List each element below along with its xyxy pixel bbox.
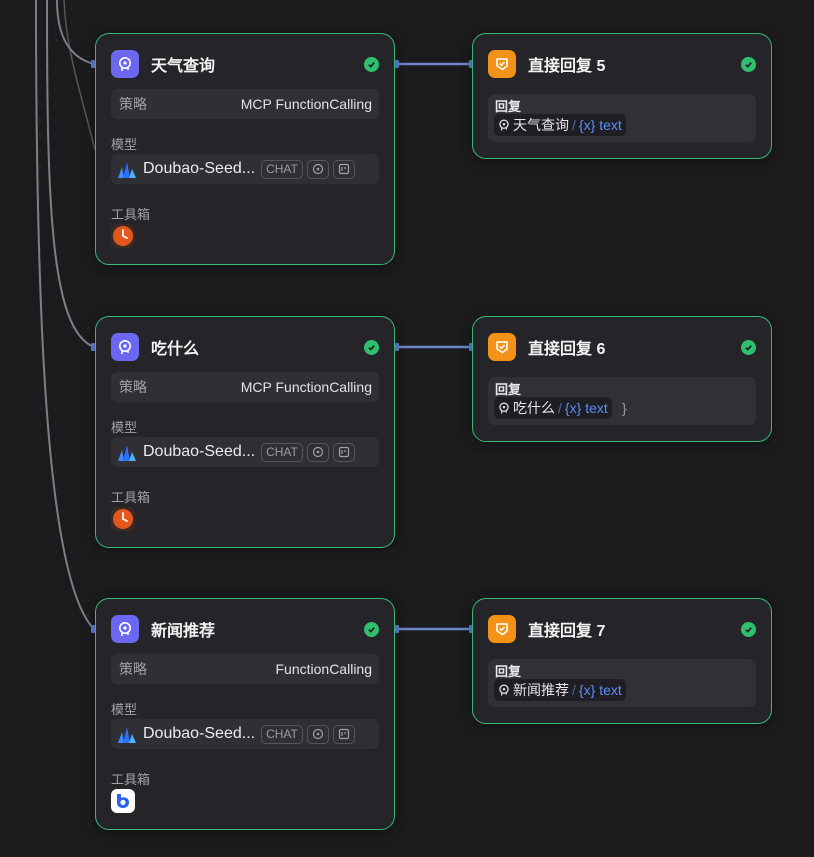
success-check-icon: [364, 339, 379, 355]
edge-start-to-agent-1: [56, 0, 95, 65]
agent-brain-icon: [111, 333, 139, 361]
success-check-icon: [364, 621, 379, 637]
reply-content-panel: 回复 新闻推荐 / {x} text: [488, 659, 756, 707]
reply-title: 直接回复 7: [528, 623, 606, 640]
variable-source-node: 吃什么: [513, 400, 555, 416]
reply-panel-label: 回复: [495, 99, 522, 114]
reply-title: 直接回复 6: [528, 341, 606, 358]
agent-brain-icon: [111, 50, 139, 78]
toolbox-label: 工具箱: [111, 207, 151, 222]
model-name: Doubao-Seed...: [143, 725, 256, 742]
model-label: 模型: [111, 420, 138, 435]
variable-type-icon: {x}: [578, 682, 596, 698]
variable-source-node: 天气查询: [513, 117, 569, 133]
trailing-brace: }: [622, 400, 627, 416]
success-check-icon: [741, 56, 756, 72]
model-selector[interactable]: Doubao-Seed... CHAT: [111, 437, 379, 467]
model-type-tag: CHAT: [261, 724, 303, 744]
clock-tool-icon[interactable]: [111, 507, 135, 531]
model-selector[interactable]: Doubao-Seed... CHAT: [111, 154, 379, 184]
reply-node-5[interactable]: 直接回复 5 回复 天气查询 / {x} text: [472, 33, 772, 159]
variable-reference-chip[interactable]: 新闻推荐 / {x} text: [494, 679, 626, 701]
vision-capability-icon: [306, 159, 329, 179]
strategy-value: MCP FunctionCalling: [240, 96, 372, 112]
tool-capability-icon: [332, 724, 355, 744]
news-app-icon[interactable]: [111, 789, 135, 813]
success-check-icon: [364, 56, 379, 72]
success-check-icon: [741, 621, 756, 637]
variable-path-separator: /: [572, 117, 576, 133]
agent-brain-icon: [111, 615, 139, 643]
variable-type-icon: {x}: [564, 400, 582, 416]
agent-brain-icon: [497, 683, 511, 697]
agent-brain-icon: [497, 401, 511, 415]
toolbox-label: 工具箱: [111, 490, 151, 505]
reply-node-7[interactable]: 直接回复 7 回复 新闻推荐 / {x} text: [472, 598, 772, 724]
doubao-logo-icon: [117, 159, 137, 179]
model-name: Doubao-Seed...: [143, 160, 256, 177]
doubao-logo-icon: [117, 724, 137, 744]
reply-message-icon: [488, 50, 516, 78]
agent-brain-icon: [497, 118, 511, 132]
edge-start-to-agent-3: [35, 0, 95, 630]
strategy-value: MCP FunctionCalling: [240, 379, 372, 395]
doubao-logo-icon: [117, 442, 137, 462]
agent-title: 新闻推荐: [151, 623, 216, 640]
tool-capability-icon: [332, 159, 355, 179]
strategy-label: 策略: [119, 379, 147, 395]
variable-path-separator: /: [572, 682, 576, 698]
vision-capability-icon: [306, 724, 329, 744]
variable-type-icon: {x}: [578, 117, 596, 133]
strategy-label: 策略: [119, 96, 147, 112]
success-check-icon: [741, 339, 756, 355]
clock-tool-icon[interactable]: [111, 224, 135, 248]
variable-name: text: [599, 117, 622, 133]
variable-source-node: 新闻推荐: [513, 682, 569, 698]
reply-content-panel: 回复 吃什么 / {x} text }: [488, 377, 756, 425]
variable-name: text: [599, 682, 622, 698]
reply-message-icon: [488, 333, 516, 361]
agent-title: 吃什么: [151, 341, 200, 358]
variable-reference-chip[interactable]: 天气查询 / {x} text: [494, 114, 626, 136]
reply-message-icon: [488, 615, 516, 643]
reply-title: 直接回复 5: [528, 58, 606, 75]
agent-node-news[interactable]: 新闻推荐 策略 FunctionCalling 模型 Doubao-Seed..…: [95, 598, 395, 830]
edge-start-to-agent-2: [46, 0, 95, 348]
model-selector[interactable]: Doubao-Seed... CHAT: [111, 719, 379, 749]
agent-title: 天气查询: [151, 58, 216, 75]
model-label: 模型: [111, 702, 138, 717]
tool-capability-icon: [332, 442, 355, 462]
model-label: 模型: [111, 137, 138, 152]
variable-path-separator: /: [558, 400, 562, 416]
agent-node-food[interactable]: 吃什么 策略 MCP FunctionCalling 模型 Doubao-See…: [95, 316, 395, 548]
strategy-row: 策略 FunctionCalling: [111, 654, 379, 684]
variable-name: text: [585, 400, 608, 416]
toolbox-label: 工具箱: [111, 772, 151, 787]
reply-panel-label: 回复: [495, 382, 522, 397]
model-type-tag: CHAT: [261, 159, 303, 179]
strategy-row: 策略 MCP FunctionCalling: [111, 89, 379, 119]
model-type-tag: CHAT: [261, 442, 303, 462]
reply-panel-label: 回复: [495, 664, 522, 679]
vision-capability-icon: [306, 442, 329, 462]
reply-node-6[interactable]: 直接回复 6 回复 吃什么 / {x} text }: [472, 316, 772, 442]
agent-node-weather[interactable]: 天气查询 策略 MCP FunctionCalling 模型 Doubao-Se…: [95, 33, 395, 265]
model-name: Doubao-Seed...: [143, 443, 256, 460]
reply-content-panel: 回复 天气查询 / {x} text: [488, 94, 756, 142]
strategy-label: 策略: [119, 661, 147, 677]
edge-branch-top: [63, 0, 96, 151]
strategy-row: 策略 MCP FunctionCalling: [111, 372, 379, 402]
variable-reference-chip[interactable]: 吃什么 / {x} text: [494, 397, 612, 419]
strategy-value: FunctionCalling: [275, 661, 373, 677]
